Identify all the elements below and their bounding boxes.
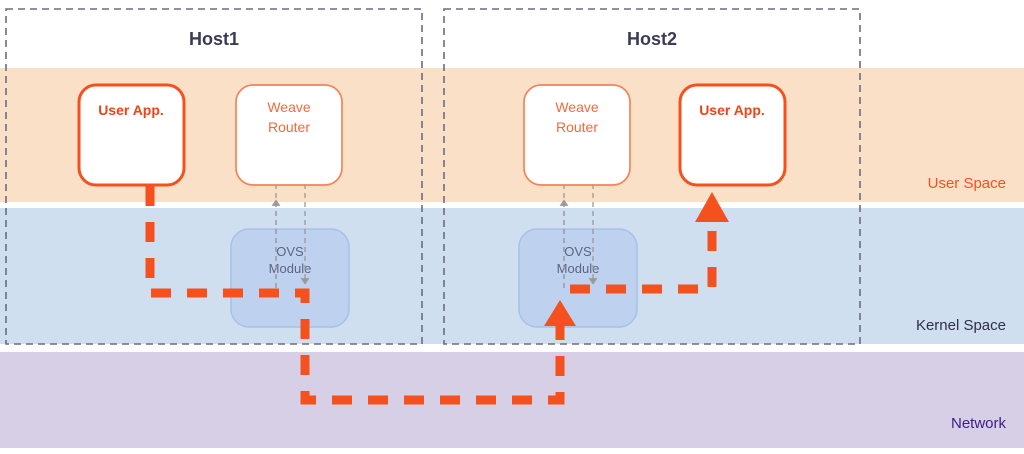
host2-ovs-module-box xyxy=(518,228,638,328)
flow-host2-ovs-to-user-app xyxy=(570,225,717,294)
host2-ovs-module-label-line2: Module xyxy=(557,261,600,276)
host1-weave-router[interactable]: Weave Router xyxy=(235,84,343,186)
flow-arrowhead-into-host2-user-app-icon xyxy=(695,192,729,222)
host2-weave-router-label-line1: Weave xyxy=(555,99,599,115)
host2-weave-router[interactable]: Weave Router xyxy=(523,84,631,186)
network-label: Network xyxy=(951,415,1007,432)
kernel-space-label: Kernel Space xyxy=(916,317,1006,334)
host2-user-app[interactable]: User App. xyxy=(678,83,787,187)
flow-host1-to-host2-ovs xyxy=(145,186,565,405)
host1-ovs-module-label-line2: Module xyxy=(269,261,312,276)
host2-user-app-label: User App. xyxy=(699,102,765,118)
host1-weave-router-box xyxy=(235,84,343,186)
host1-boundary xyxy=(5,8,423,345)
host2-ovs-module-label-line1: OVS xyxy=(564,244,592,259)
host2-user-app-box xyxy=(678,83,787,187)
host1-user-app-label: User App. xyxy=(98,102,164,118)
host2-boundary xyxy=(443,8,861,345)
host2-weave-router-label-line2: Router xyxy=(556,119,598,135)
host1-container[interactable]: Host1 xyxy=(5,8,423,345)
host1-title: Host1 xyxy=(189,29,239,49)
host2-title: Host2 xyxy=(627,29,677,49)
host1-weave-router-label-line2: Router xyxy=(268,119,310,135)
host2-weave-router-box xyxy=(523,84,631,186)
host1-user-app-box xyxy=(77,83,186,187)
host1-user-app[interactable]: User App. xyxy=(77,83,186,187)
packet-flow-path xyxy=(145,186,729,405)
user-space-label: User Space xyxy=(928,175,1006,192)
band-kernel-space: Kernel Space xyxy=(0,208,1024,344)
flow-arrowhead-into-host2-ovs-icon xyxy=(544,300,576,326)
host1-ovs-module-label-line1: OVS xyxy=(276,244,304,259)
host2-container[interactable]: Host2 xyxy=(443,8,861,345)
kernel-space-band-rect xyxy=(0,208,1024,344)
host1-weave-router-label-line1: Weave xyxy=(267,99,311,115)
host1-ovs-module[interactable]: OVS Module xyxy=(230,228,350,328)
host1-ovs-module-box xyxy=(230,228,350,328)
host2-ovs-module[interactable]: OVS Module xyxy=(518,228,638,328)
